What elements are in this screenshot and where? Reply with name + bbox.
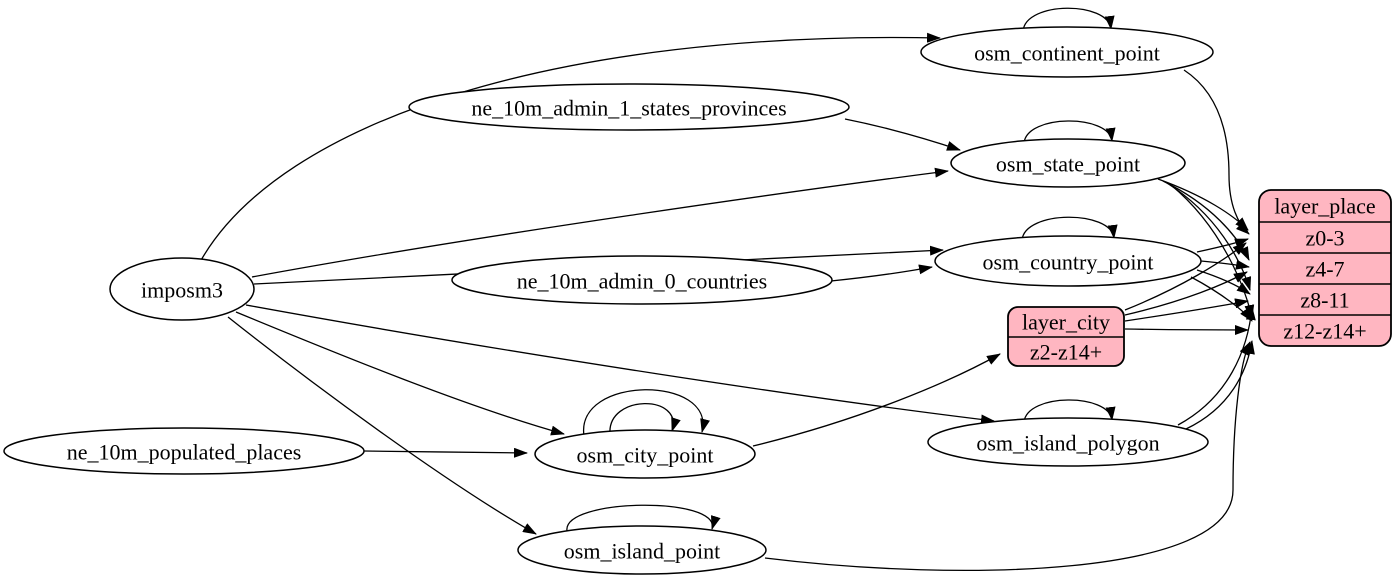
- osm-country-point-label: osm_country_point: [982, 250, 1153, 275]
- ne-10m-admin-0-label: ne_10m_admin_0_countries: [517, 269, 768, 294]
- edge-osm-island-point-to-layer-place-z12-z14: [764, 341, 1251, 572]
- edge-osm-country-point-to-layer-place-z12-z14: [1190, 276, 1253, 322]
- self-loop-osm-island-point: [566, 504, 721, 532]
- ne-10m-populated-places-label: ne_10m_populated_places: [67, 440, 302, 465]
- ne-10m-populated-places-shape: [3, 427, 365, 475]
- self-loop-osm-state-point: [1023, 120, 1116, 144]
- layer-city-title: layer_city: [1022, 310, 1110, 335]
- edge-layer-city-to-layer-place-z12-z14: [1124, 324, 1249, 335]
- edge-ne-10m-admin-1-to-osm-state-point: [844, 118, 961, 151]
- layer-place-row-z8-11: z8-11: [1300, 288, 1349, 313]
- edge-osm-country-point-to-layer-place-z0-3: [1196, 238, 1249, 253]
- edge-ne-10m-admin-0-to-osm-country-point: [830, 264, 933, 282]
- layer-place-row-z12-z14: z12-z14+: [1283, 319, 1366, 344]
- layer-place-row-z0-3: z0-3: [1305, 226, 1344, 251]
- self-loop-osm-continent-point: [1022, 7, 1115, 32]
- edge-ne-10m-populated-places-to-osm-city-point: [363, 447, 528, 458]
- osm-island-polygon-label: osm_island_polygon: [976, 431, 1159, 456]
- self-loop-osm-country-point: [1021, 216, 1118, 241]
- osm-island-point-shape: [517, 525, 767, 575]
- node-imposm3: imposm3: [109, 257, 255, 321]
- imposm3-label: imposm3: [141, 278, 223, 303]
- edge-imposm3-to-osm-state-point: [251, 167, 949, 278]
- edge-imposm3-to-osm-city-point: [235, 311, 565, 436]
- osm-city-point-label: osm_city_point: [577, 443, 714, 468]
- osm-country-point-shape: [934, 235, 1202, 287]
- node-osm-city-point: osm_city_point: [534, 429, 756, 479]
- node-layer-city: layer_city z2-z14+: [1007, 306, 1125, 367]
- ne-10m-admin-0-shape: [451, 255, 833, 305]
- node-osm-state-point: osm_state_point: [950, 138, 1186, 188]
- osm-continent-point-shape: [920, 26, 1214, 78]
- node-osm-continent-point: osm_continent_point: [920, 26, 1214, 78]
- edge-osm-continent-point-to-layer-place-z0-3: [1183, 69, 1250, 235]
- osm-island-point-label: osm_island_point: [564, 539, 720, 564]
- edge-osm-city-point-to-layer-city-z2: [752, 353, 1001, 447]
- layer-place-title: layer_place: [1274, 194, 1375, 219]
- edge-imposm3-to-osm-island-point: [227, 316, 537, 535]
- node-layer-place: layer_place z0-3 z4-7 z8-11 z12-z14+: [1258, 189, 1392, 347]
- layer-place-box: [1258, 189, 1392, 347]
- edge-layer-city-to-layer-place-z4-7: [1124, 271, 1248, 316]
- node-osm-island-polygon: osm_island_polygon: [927, 417, 1209, 467]
- edge-osm-state-point-to-layer-place-z0-3: [1157, 178, 1249, 231]
- edge-osm-island-polygon-to-layer-place-z8-11: [1177, 306, 1256, 426]
- osm-city-point-shape: [534, 429, 756, 479]
- node-ne-10m-admin-0-countries: ne_10m_admin_0_countries: [451, 255, 833, 305]
- self-loop-osm-city-point-inner: [609, 403, 681, 435]
- layer-place-row-z4-7: z4-7: [1305, 257, 1344, 282]
- edge-osm-island-polygon-to-layer-place-z12-z14: [1185, 340, 1255, 430]
- osm-island-polygon-shape: [927, 417, 1209, 467]
- layer-city-row-z2-z14: z2-z14+: [1030, 340, 1102, 365]
- osm-continent-point-label: osm_continent_point: [974, 41, 1160, 66]
- edge-osm-country-point-to-layer-place-z4-7: [1200, 259, 1250, 270]
- edge-layer-city-to-layer-place-z8-11: [1124, 298, 1249, 322]
- edges-layer: [199, 7, 1256, 572]
- osm-state-point-label: osm_state_point: [996, 152, 1140, 177]
- edge-layer-city-to-layer-place-z0-3: [1124, 242, 1247, 311]
- imposm3-shape: [109, 257, 255, 321]
- ne-10m-admin-1-shape: [408, 83, 850, 131]
- ne-10m-admin-1-label: ne_10m_admin_1_states_provinces: [471, 96, 786, 121]
- node-ne-10m-admin-1-states-provinces: ne_10m_admin_1_states_provinces: [408, 83, 850, 131]
- node-osm-island-point: osm_island_point: [517, 525, 767, 575]
- node-osm-country-point: osm_country_point: [934, 235, 1202, 287]
- osm-state-point-shape: [950, 138, 1186, 188]
- edge-osm-country-point-to-layer-place-z8-11: [1196, 269, 1251, 295]
- self-loop-osm-city-point-outer: [583, 389, 710, 437]
- node-ne-10m-populated-places: ne_10m_populated_places: [3, 427, 365, 475]
- self-loop-osm-island-polygon: [1023, 399, 1116, 423]
- edge-imposm3-to-osm-continent-point: [199, 32, 941, 263]
- edge-imposm3-to-osm-island-polygon: [245, 304, 995, 425]
